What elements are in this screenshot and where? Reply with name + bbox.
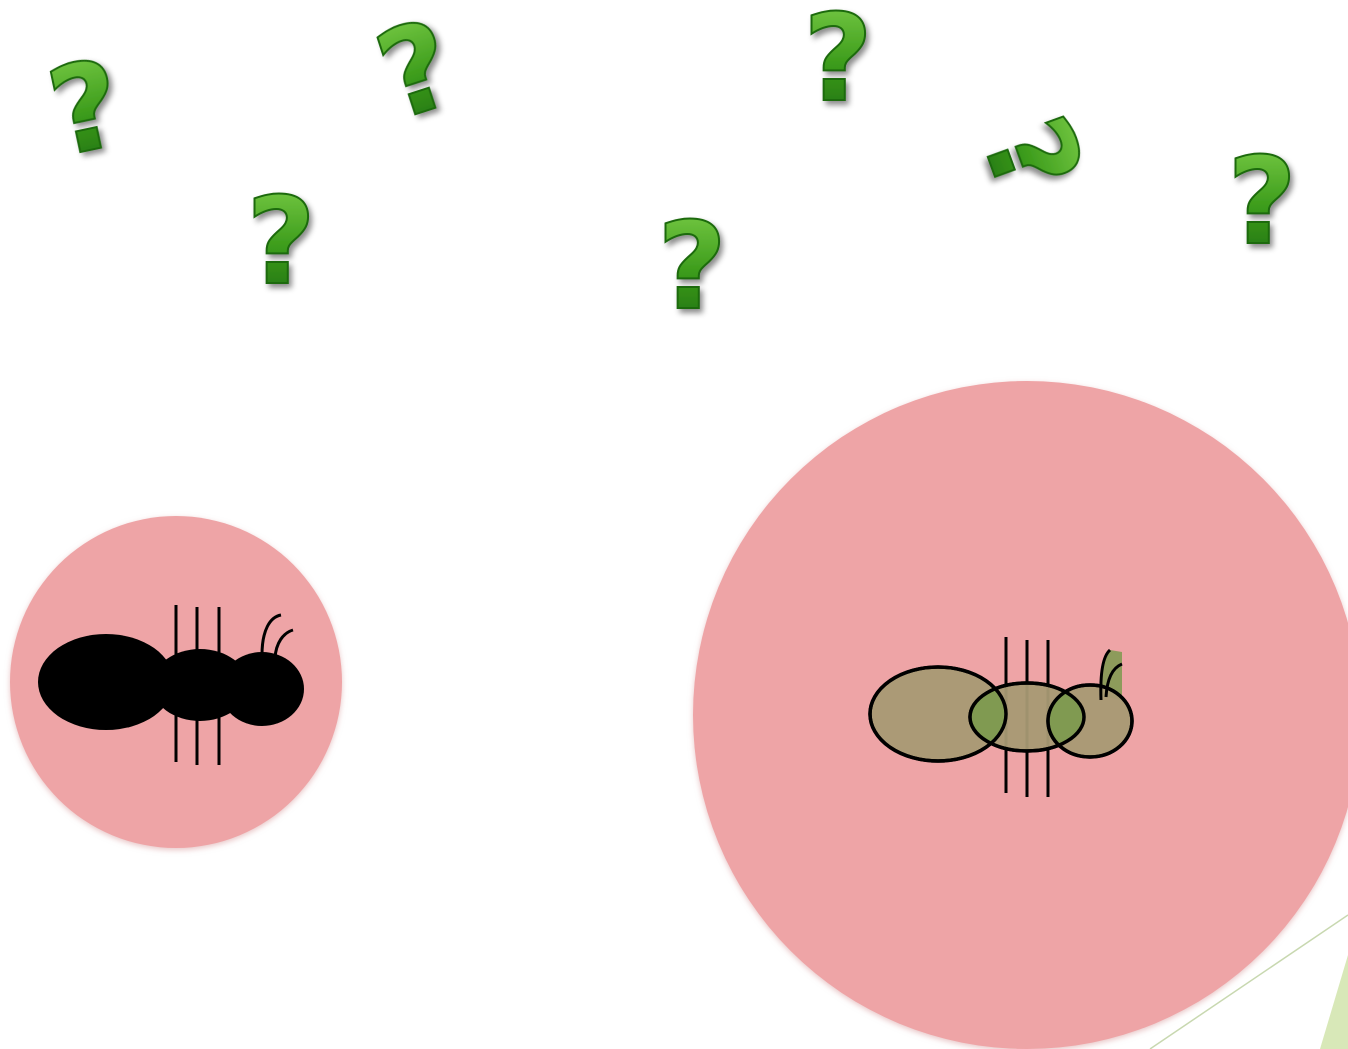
large-circle-group [693,381,1348,1049]
question-mark-6: ? [954,100,1108,213]
question-mark-3: ? [246,173,316,312]
question-mark-4: ? [803,0,873,129]
small-circle-group [10,516,342,848]
question-mark-7: ? [1227,133,1297,272]
question-mark-5: ? [657,198,727,337]
question-mark-1: ? [37,34,134,184]
question-mark-2: ? [362,0,471,148]
corner-triangle [1320,955,1348,1049]
question-mark-group: ??????? [37,0,1296,337]
ant-head [220,652,304,726]
